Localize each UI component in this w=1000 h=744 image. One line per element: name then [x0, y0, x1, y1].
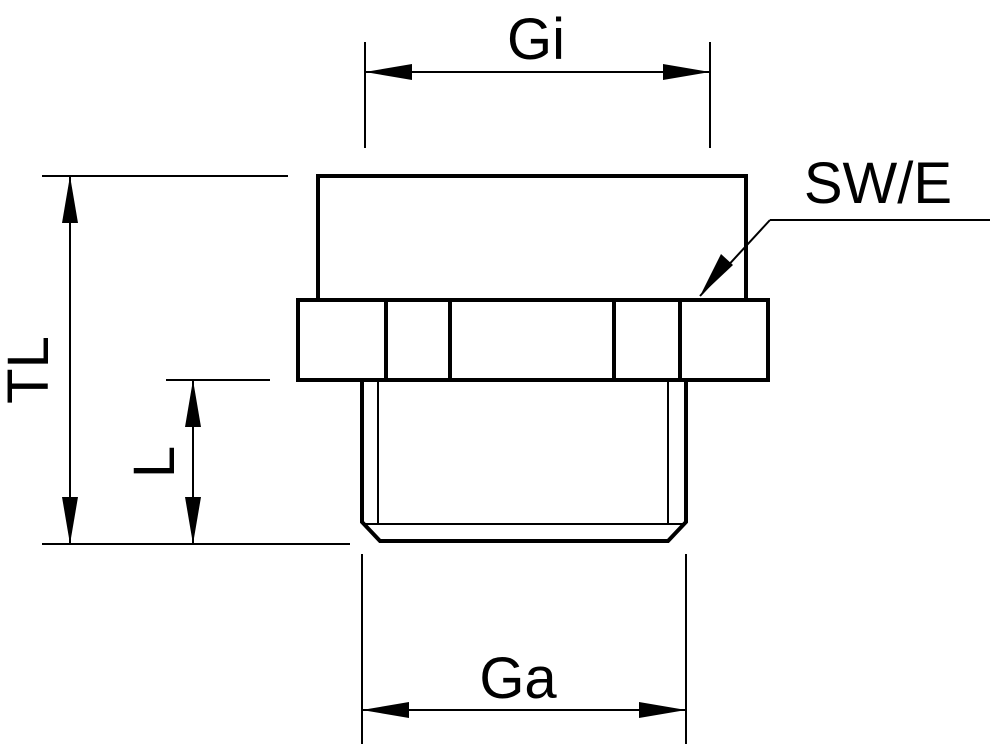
- tl-dimension: [42, 175, 350, 545]
- ga-dimension: [361, 554, 687, 744]
- upper-body: [316, 174, 748, 302]
- ga-label: Ga: [479, 646, 557, 711]
- tl-label: TL: [0, 336, 61, 404]
- sw-e-label: SW/E: [804, 151, 952, 216]
- l-label: L: [122, 446, 187, 478]
- gi-dimension: [364, 42, 711, 148]
- sw-e-leader: [699, 219, 990, 297]
- outer-thread-section: [360, 380, 688, 543]
- gi-label: Gi: [507, 7, 565, 72]
- hex-flange: [296, 298, 770, 382]
- l-dimension: [166, 379, 270, 544]
